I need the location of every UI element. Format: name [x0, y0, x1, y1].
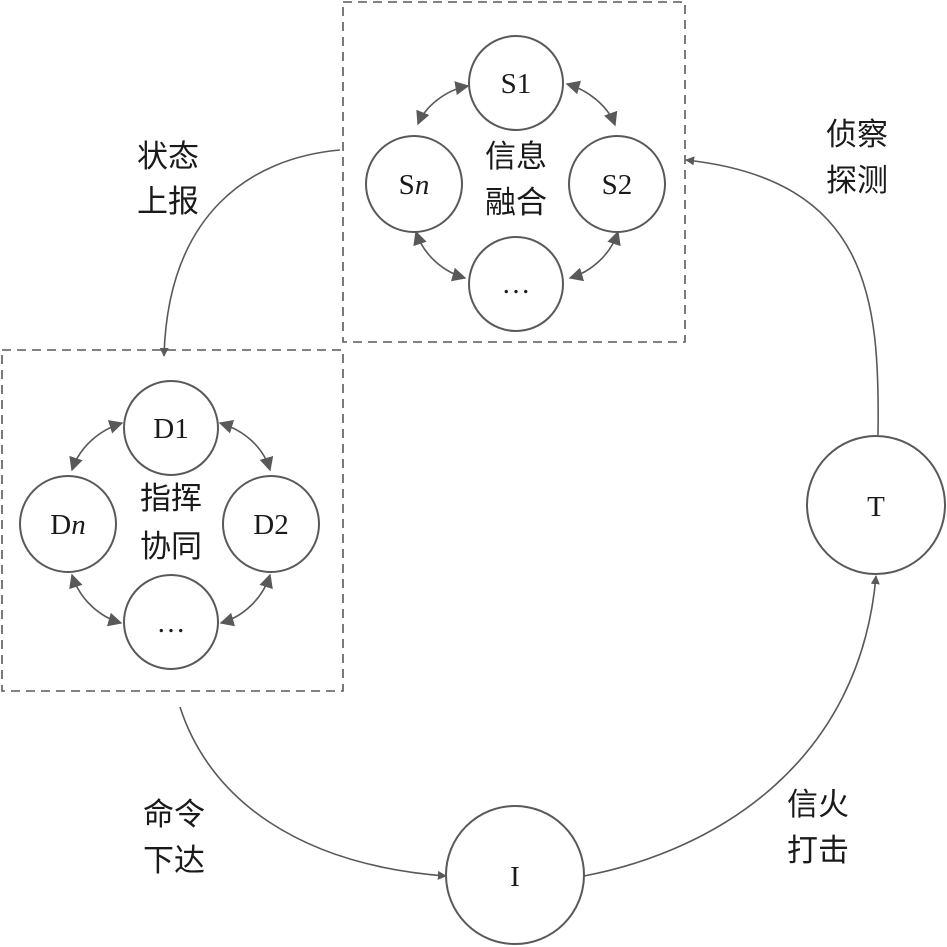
arrow-recon-detect — [685, 156, 879, 436]
node-dn-main: D — [50, 509, 71, 541]
sensor-group: S1 S2 … Sn 信息 融合 — [365, 35, 666, 332]
node-d-dots-label: … — [157, 607, 186, 639]
node-sn-italic: n — [415, 169, 430, 201]
node-sn-label: Sn — [399, 169, 430, 201]
node-d-dots — [123, 574, 219, 670]
link-sn-dots — [413, 230, 467, 282]
link-dn-dots — [69, 573, 123, 627]
status-report-line2: 上报 — [137, 184, 199, 220]
node-sn-main: S — [399, 169, 415, 201]
node-s2-label: S2 — [602, 169, 633, 201]
node-t-label: T — [867, 491, 885, 523]
link-d1-d2 — [218, 419, 274, 472]
status-report-line1: 状态 — [137, 139, 199, 175]
info-fusion-line1: 信息 — [485, 139, 547, 175]
command-coordination-line2: 协同 — [140, 529, 202, 565]
arrow-status-report — [159, 149, 341, 357]
info-fusion-box — [342, 1, 686, 343]
node-s2 — [568, 135, 666, 233]
node-dn-label: Dn — [50, 509, 85, 541]
link-d1-dn — [69, 420, 124, 472]
node-s1-label: S1 — [501, 68, 532, 100]
arrow-command-issue — [179, 706, 447, 880]
node-i — [445, 805, 585, 945]
link-d2-dots — [219, 573, 273, 627]
fire-strike-line1: 信火 — [787, 787, 849, 823]
command-issue-line1: 命令 — [143, 797, 205, 833]
node-t — [806, 435, 946, 575]
command-coordination-line1: 指挥 — [140, 481, 202, 517]
info-fusion-line2: 融合 — [485, 185, 547, 221]
node-d2 — [222, 475, 320, 573]
link-s2-dots — [568, 230, 621, 282]
node-d1 — [123, 380, 219, 476]
command-issue-line2: 下达 — [143, 843, 205, 879]
node-d1-label: D1 — [153, 413, 188, 445]
node-dn-italic: n — [71, 509, 86, 541]
decider-group: D1 D2 … Dn 指挥 协同 — [19, 380, 320, 670]
node-s-dots — [468, 236, 564, 332]
link-s1-sn — [416, 81, 470, 126]
node-s-dots-label: … — [502, 268, 531, 300]
arrow-fire-strike — [583, 575, 880, 877]
recon-detect-line1: 侦察 — [826, 117, 888, 153]
node-d2-label: D2 — [253, 509, 288, 541]
command-coordination-box — [1, 349, 344, 692]
link-s1-s2 — [565, 80, 618, 127]
node-dn — [19, 475, 117, 573]
node-i-label: I — [510, 861, 520, 893]
fire-strike-line2: 打击 — [787, 833, 849, 869]
recon-detect-line2: 探测 — [826, 163, 888, 199]
node-s1 — [468, 35, 564, 131]
node-sn — [365, 135, 463, 233]
